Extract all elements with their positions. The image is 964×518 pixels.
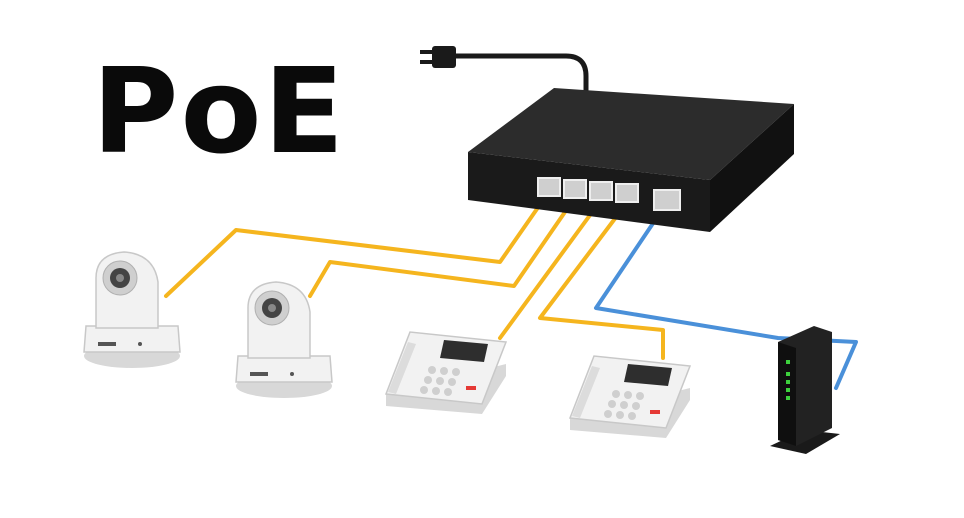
ip-phone-icon xyxy=(568,355,692,438)
poe-cable-camera-1 xyxy=(164,194,548,298)
cables xyxy=(164,194,858,390)
diagram-title: PoE xyxy=(92,42,347,180)
poe-cable-phone-1 xyxy=(498,194,606,340)
ip-phone-icon xyxy=(384,331,508,414)
router-icon xyxy=(770,326,840,454)
ptz-camera-icon xyxy=(83,251,181,368)
poe-cable-camera-2 xyxy=(308,194,578,298)
power-plug-icon xyxy=(420,46,589,95)
poe-ports xyxy=(537,177,639,203)
uplink-port xyxy=(653,189,681,211)
data-cable-router xyxy=(594,202,858,390)
poe-switch-icon xyxy=(468,88,794,232)
ptz-camera-icon xyxy=(235,281,333,398)
poe-cable-phone-2 xyxy=(538,194,665,360)
